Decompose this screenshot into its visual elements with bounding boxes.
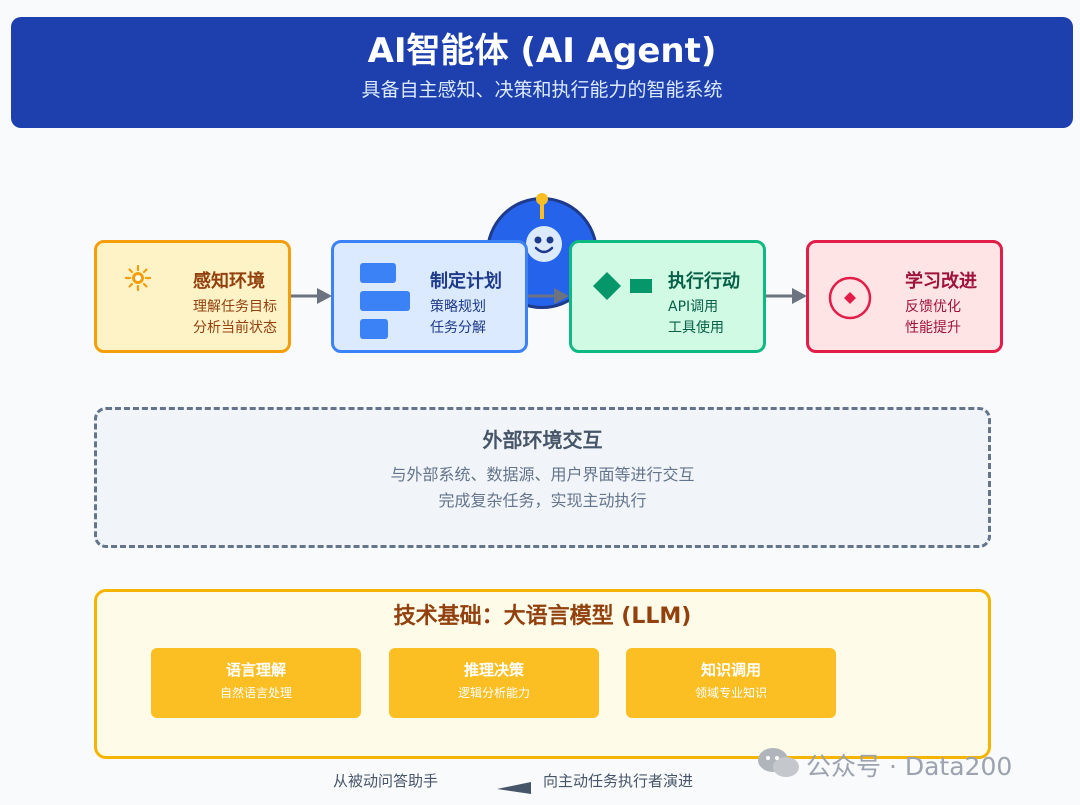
step-plan: 制定计划 策略规划 任务分解 bbox=[331, 240, 528, 353]
wechat-logo-icon bbox=[758, 748, 799, 777]
step-title: 制定计划 bbox=[430, 271, 502, 292]
footer-from-text: 从被动问答助手 bbox=[333, 772, 439, 790]
target-icon bbox=[828, 276, 872, 320]
external-desc-line: 完成复杂任务，实现主动执行 bbox=[438, 491, 647, 510]
robot-antenna bbox=[540, 197, 544, 219]
step-desc: 策略规划 任务分解 bbox=[430, 297, 486, 339]
step-desc: 反馈优化 性能提升 bbox=[905, 297, 961, 339]
step-desc-line: 工具使用 bbox=[668, 320, 724, 336]
step-title: 执行行动 bbox=[668, 271, 740, 292]
arrow-right-icon bbox=[766, 288, 807, 304]
llm-title: 技术基础：大语言模型 (LLM) bbox=[393, 604, 692, 629]
page-subtitle: 具备自主感知、决策和执行能力的智能系统 bbox=[361, 79, 723, 101]
external-title: 外部环境交互 bbox=[482, 428, 603, 452]
header-banner: AI智能体 (AI Agent) 具备自主感知、决策和执行能力的智能系统 bbox=[11, 17, 1073, 128]
card-desc: 逻辑分析能力 bbox=[457, 686, 530, 700]
robot-face-icon bbox=[526, 226, 562, 262]
step-title: 感知环境 bbox=[193, 271, 265, 292]
step-desc-line: 理解任务目标 bbox=[193, 299, 277, 315]
external-desc-line: 与外部系统、数据源、用户界面等进行交互 bbox=[390, 465, 695, 484]
llm-card-language: 语言理解 自然语言处理 bbox=[151, 648, 361, 718]
external-interaction-box: 外部环境交互 与外部系统、数据源、用户界面等进行交互 完成复杂任务，实现主动执行 bbox=[94, 407, 991, 548]
step-perceive: 感知环境 理解任务目标 分析当前状态 bbox=[94, 240, 291, 353]
step-desc-line: 反馈优化 bbox=[905, 299, 961, 315]
card-title: 语言理解 bbox=[225, 661, 286, 679]
card-desc: 领域专业知识 bbox=[694, 686, 767, 700]
arrow-left-icon bbox=[497, 782, 531, 794]
sun-icon bbox=[125, 265, 151, 291]
footer-to-text: 向主动任务执行者演进 bbox=[543, 772, 694, 790]
card-title: 知识调用 bbox=[700, 661, 761, 679]
arrow-right-icon bbox=[291, 288, 332, 304]
step-desc: API调用 工具使用 bbox=[668, 297, 724, 339]
watermark-text: 公众号 · Data200 bbox=[806, 752, 1013, 781]
step-desc: 理解任务目标 分析当前状态 bbox=[193, 297, 277, 339]
step-act: 执行行动 API调用 工具使用 bbox=[569, 240, 766, 353]
llm-card-knowledge: 知识调用 领域专业知识 bbox=[626, 648, 836, 718]
step-title: 学习改进 bbox=[905, 271, 977, 292]
step-desc-line: 分析当前状态 bbox=[193, 320, 277, 336]
plan-bars-icon bbox=[360, 263, 410, 339]
step-desc-line: 任务分解 bbox=[430, 320, 486, 336]
card-desc: 自然语言处理 bbox=[219, 686, 292, 700]
page-title: AI智能体 (AI Agent) bbox=[367, 31, 717, 71]
robot-antenna-ball bbox=[536, 193, 548, 205]
card-title: 推理决策 bbox=[463, 661, 524, 679]
step-desc-line: API调用 bbox=[668, 299, 719, 315]
step-desc-line: 策略规划 bbox=[430, 299, 486, 315]
step-desc-line: 性能提升 bbox=[905, 320, 961, 336]
llm-foundation-box: 技术基础：大语言模型 (LLM) 语言理解 自然语言处理 推理决策 逻辑分析能力… bbox=[94, 589, 991, 759]
diamond-rect-icon bbox=[593, 272, 652, 300]
llm-card-reasoning: 推理决策 逻辑分析能力 bbox=[389, 648, 599, 718]
external-desc: 与外部系统、数据源、用户界面等进行交互 完成复杂任务，实现主动执行 bbox=[97, 462, 988, 514]
step-learn: 学习改进 反馈优化 性能提升 bbox=[806, 240, 1003, 353]
arrow-right-icon bbox=[528, 288, 569, 304]
